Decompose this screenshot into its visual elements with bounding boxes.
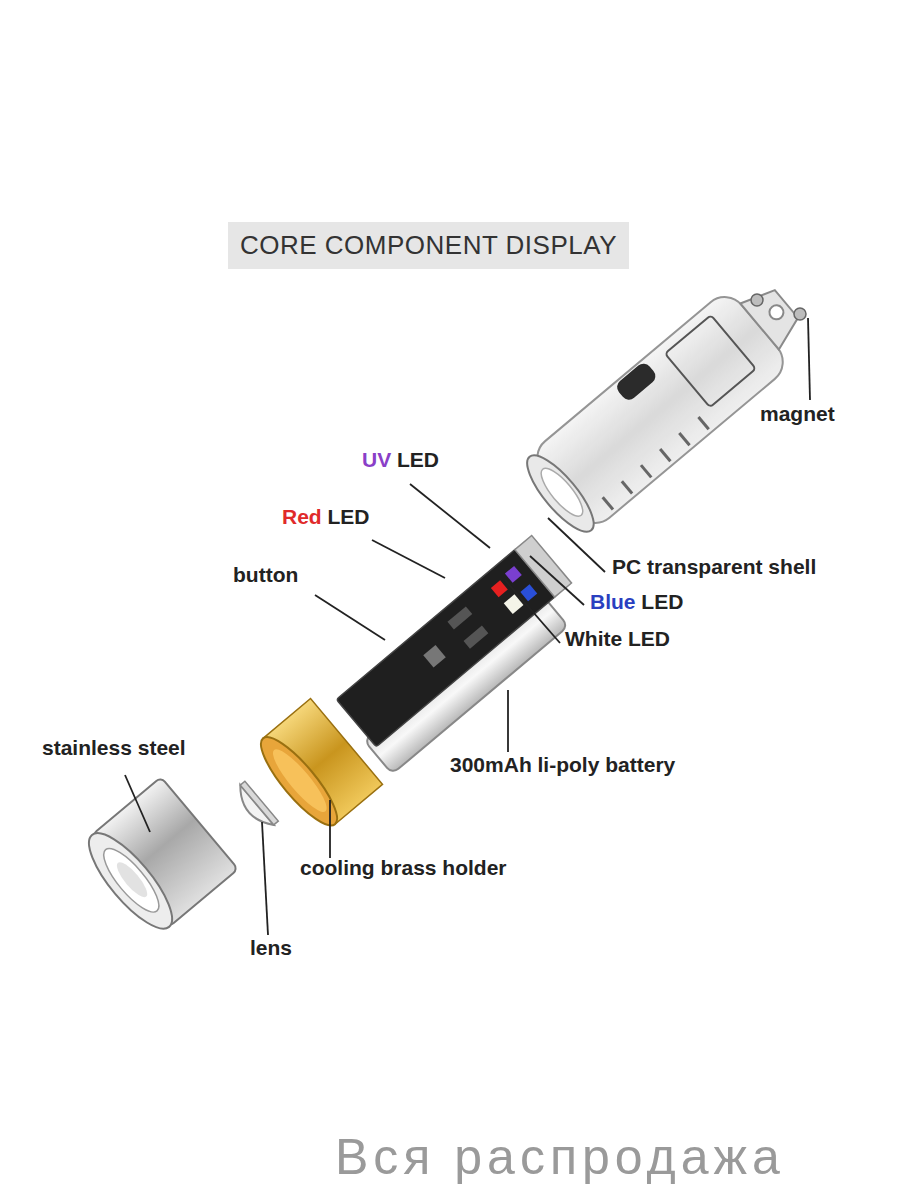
title-banner: CORE COMPONENT DISPLAY [228,222,629,269]
part-label: Blue LED [590,590,683,614]
part-label: 300mAh li-poly battery [450,753,675,777]
magnet-piece [751,294,763,306]
part-label: cooling brass holder [300,856,507,880]
part-label: Red LED [282,505,370,529]
watermark: Вся распродажа [335,1128,785,1186]
part-label: lens [250,936,292,960]
part-label: button [233,563,298,587]
pcb [336,535,571,746]
part-label: UV LED [362,448,439,472]
steel-head [77,777,238,940]
lens [232,781,278,832]
part-label: stainless steel [42,736,186,760]
part-label: magnet [760,402,835,426]
part-label: PC transparent shell [612,555,816,579]
part-label: White LED [565,627,670,651]
magnet-piece [794,308,806,320]
leader-lines [125,318,810,935]
